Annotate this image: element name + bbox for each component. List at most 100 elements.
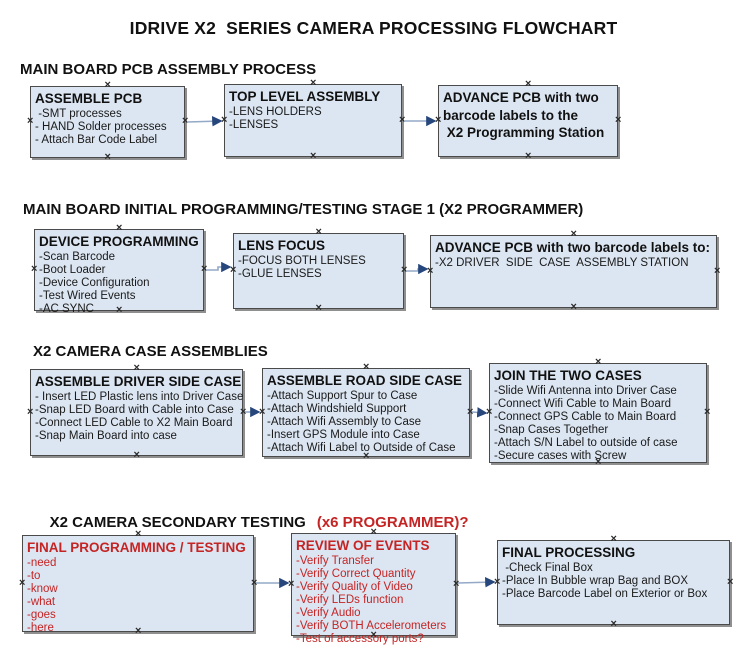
box-line: -Verify Transfer xyxy=(296,554,374,567)
connection-handle-icon xyxy=(133,452,141,460)
connection-handle-icon xyxy=(610,536,618,544)
page-title: IDRIVE X2 SERIES CAMERA PROCESSING FLOWC… xyxy=(129,18,618,38)
box-line: -Test Wired Events xyxy=(39,289,136,302)
box-title: ASSEMBLE ROAD SIDE CASE xyxy=(267,373,463,388)
box-line: -GLUE LENSES xyxy=(238,267,322,280)
connection-handle-icon xyxy=(594,359,602,367)
connection-handle-icon xyxy=(315,229,323,237)
flow-box-lens-focus: LENS FOCUS -FOCUS BOTH LENSES -GLUE LENS… xyxy=(233,233,404,309)
connection-handle-icon xyxy=(713,268,721,276)
box-line: -Place In Bubble wrap Bag and BOX xyxy=(502,574,689,587)
box-line: -Test of accessory ports? xyxy=(296,632,424,645)
arrow-lens-focus-to-advance-pcb xyxy=(406,263,429,275)
box-line: -Boot Loader xyxy=(39,263,106,276)
box-line: -Attach S/N Label to outside of case xyxy=(494,436,678,449)
arrow-review-to-final-processing xyxy=(457,577,496,588)
section-heading-pcb-assembly: MAIN BOARD PCB ASSEMBLY PROCESS xyxy=(20,61,317,78)
section-heading-case-assemblies: X2 CAMERA CASE ASSEMBLIES xyxy=(33,343,268,360)
connection-handle-icon xyxy=(426,268,434,276)
box-line: -Connect GPS Cable to Main Board xyxy=(494,410,677,423)
box-title: ASSEMBLE DRIVER SIDE CASE xyxy=(35,374,242,389)
connection-handle-icon xyxy=(610,621,618,629)
box-line: -Insert GPS Module into Case xyxy=(267,428,420,441)
flow-box-device-programming: DEVICE PROGRAMMING -Scan Barcode -Boot L… xyxy=(34,229,204,315)
connection-handle-icon xyxy=(258,409,266,417)
connection-handle-icon xyxy=(250,580,258,588)
box-title: ASSEMBLE PCB xyxy=(35,91,143,106)
connection-handle-icon xyxy=(315,305,323,313)
box-line: -Verify Audio xyxy=(296,606,361,619)
box-line: -Scan Barcode xyxy=(39,250,116,263)
box-line: -Secure cases with Screw xyxy=(494,449,627,462)
connection-handle-icon xyxy=(434,117,442,125)
box-line: -Verify Correct Quantity xyxy=(296,567,416,580)
box-line: -Attach Support Spur to Case xyxy=(267,389,418,402)
flow-box-assemble-pcb: ASSEMBLE PCB -SMT processes - HAND Solde… xyxy=(30,86,185,158)
connection-handle-icon xyxy=(104,154,112,162)
connection-handle-icon xyxy=(26,409,34,417)
box-title: ADVANCE PCB with two barcode labels to: xyxy=(435,240,711,255)
box-line: -Place Barcode Label on Exterior or Box xyxy=(502,587,708,600)
box-line: -Verify LEDs function xyxy=(296,593,404,606)
box-line: -SMT processes xyxy=(35,107,122,120)
connection-handle-icon xyxy=(181,118,189,126)
box-line: - Insert LED Plastic lens into Driver Ca… xyxy=(35,390,244,403)
flow-box-review-of-events: REVIEW OF EVENTS -Verify Transfer -Verif… xyxy=(291,533,456,645)
flow-box-assemble-driver-side-case: ASSEMBLE DRIVER SIDE CASE - Insert LED P… xyxy=(30,369,243,456)
flow-box-advance-pcb-driver-side-station: ADVANCE PCB with two barcode labels to: … xyxy=(430,235,717,308)
connection-handle-icon xyxy=(200,266,208,274)
box-line: -here xyxy=(27,621,54,634)
box-title: TOP LEVEL ASSEMBLY xyxy=(229,89,381,104)
flow-box-final-processing: FINAL PROCESSING -Check Final Box -Place… xyxy=(497,540,730,625)
connection-handle-icon xyxy=(400,267,408,275)
connection-handle-icon xyxy=(452,581,460,589)
arrow-road-case-to-join-cases xyxy=(471,407,488,418)
box-line: -LENS HOLDERS xyxy=(229,105,322,118)
box-line: -AC SYNC xyxy=(39,302,94,315)
flow-box-final-programming-testing: FINAL PROGRAMMING / TESTING -need -to -k… xyxy=(22,535,254,634)
box-title: LENS FOCUS xyxy=(238,238,326,253)
connection-handle-icon xyxy=(18,580,26,588)
box-line: -Connect LED Cable to X2 Main Board xyxy=(35,416,233,429)
connection-handle-icon xyxy=(30,266,38,274)
connection-handle-icon xyxy=(493,579,501,587)
connection-handle-icon xyxy=(703,409,711,417)
box-title: FINAL PROGRAMMING / TESTING xyxy=(27,540,246,555)
box-line: -Snap Main Board into case xyxy=(35,429,177,442)
section-heading-secondary-testing: X2 CAMERA SECONDARY TESTING (x6 PROGRAMME… xyxy=(33,497,469,548)
connection-handle-icon xyxy=(229,267,237,275)
connection-handle-icon xyxy=(133,365,141,373)
box-title: REVIEW OF EVENTS xyxy=(296,538,430,553)
box-line: -Check Final Box xyxy=(502,561,593,574)
connection-handle-icon xyxy=(115,225,123,233)
section-heading-text: X2 CAMERA SECONDARY TESTING xyxy=(49,514,306,531)
connection-handle-icon xyxy=(726,579,734,587)
box-title: DEVICE PROGRAMMING xyxy=(39,234,199,249)
section-heading-initial-programming: MAIN BOARD INITIAL PROGRAMMING/TESTING S… xyxy=(23,201,584,218)
connection-handle-icon xyxy=(524,81,532,89)
flow-box-assemble-road-side-case: ASSEMBLE ROAD SIDE CASE -Attach Support … xyxy=(262,368,470,457)
box-line: - HAND Solder processes xyxy=(35,120,167,133)
box-line: -Slide Wifi Antenna into Driver Case xyxy=(494,384,677,397)
box-line: -X2 DRIVER SIDE CASE ASSEMBLY STATION xyxy=(435,256,689,269)
flow-box-top-level-assembly: TOP LEVEL ASSEMBLY -LENS HOLDERS -LENSES xyxy=(224,84,402,157)
connection-handle-icon xyxy=(570,231,578,239)
section-heading-suffix: (x6 PROGRAMMER)? xyxy=(316,514,469,531)
connection-handle-icon xyxy=(309,80,317,88)
box-line: -Snap Cases Together xyxy=(494,423,609,436)
box-line: -Connect Wifi Cable to Main Board xyxy=(494,397,672,410)
connection-handle-icon xyxy=(614,117,622,125)
connection-handle-icon xyxy=(466,409,474,417)
box-line: -Verify BOTH Accelerometers xyxy=(296,619,447,632)
connection-handle-icon xyxy=(362,364,370,372)
box-title: ADVANCE PCB with two barcode labels to t… xyxy=(443,90,605,140)
connection-handle-icon xyxy=(287,581,295,589)
box-line: -know xyxy=(27,582,58,595)
connection-handle-icon xyxy=(104,82,112,90)
box-line: -what xyxy=(27,595,56,608)
box-line: -need xyxy=(27,556,57,569)
box-line: -FOCUS BOTH LENSES xyxy=(238,254,366,267)
connection-handle-icon xyxy=(26,118,34,126)
box-line: -Verify Quality of Video xyxy=(296,580,413,593)
